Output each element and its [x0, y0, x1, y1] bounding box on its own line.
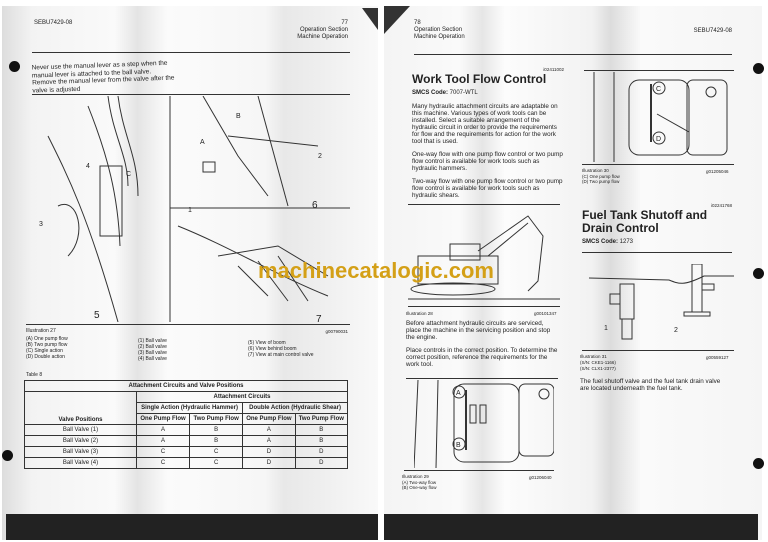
- page-footer-bar: [6, 514, 378, 540]
- svg-text:A: A: [456, 390, 461, 397]
- illustration-31: 1 2: [588, 264, 734, 340]
- valve-positions-table: Attachment Circuits and Valve Positions …: [24, 380, 349, 469]
- page-header: 78 Operation Section Machine Operation: [414, 20, 465, 41]
- svg-text:4: 4: [86, 163, 90, 170]
- note-text: Never use the manual lever as a step whe…: [31, 59, 175, 95]
- svg-text:7: 7: [316, 314, 322, 322]
- binder-hole: [2, 450, 13, 461]
- page-header: 77 Operation Section Machine Operation: [297, 20, 348, 41]
- excavator-illustration: [408, 215, 560, 300]
- binder-hole: [753, 458, 764, 469]
- svg-text:6: 6: [312, 200, 318, 211]
- section: Operation Section: [414, 27, 463, 33]
- ref-id: i02411002: [543, 67, 564, 72]
- page-footer-bar: [384, 514, 758, 540]
- table-label: Table 8: [26, 372, 43, 378]
- doc-id: SEBU7429-08: [34, 20, 73, 26]
- binder-hole: [753, 63, 764, 74]
- page-number: 77: [341, 20, 348, 26]
- right-page: 78 Operation Section Machine Operation S…: [384, 6, 764, 540]
- svg-text:1: 1: [188, 207, 192, 214]
- svg-text:2: 2: [674, 327, 678, 334]
- doc-id: SEBU7429-08: [693, 28, 732, 34]
- illustration-ref: g00790031: [325, 329, 348, 334]
- illustration-27: A B C D 1 2 3 4 5 6 7: [39, 96, 350, 322]
- binder-hole: [9, 61, 20, 72]
- svg-text:B: B: [456, 442, 461, 449]
- binder-hole: [753, 268, 764, 279]
- svg-text:B: B: [236, 113, 241, 120]
- svg-text:1: 1: [604, 325, 608, 332]
- left-page: SEBU7429-08 77 Operation Section Machine…: [2, 6, 378, 540]
- section-title: Fuel Tank Shutoff and Drain Control: [582, 208, 708, 235]
- illustration-29: A B: [414, 380, 554, 468]
- svg-text:C: C: [126, 171, 131, 178]
- svg-text:D: D: [656, 136, 661, 143]
- illustration-30: C D: [593, 72, 728, 162]
- svg-text:2: 2: [318, 153, 322, 160]
- legend-col-3: (5) View of boom(6) View behind boom(7) …: [248, 340, 314, 358]
- fuel-section: i02241768 Fuel Tank Shutoff and Drain Co…: [582, 203, 732, 245]
- legend-col-1: (A) One pump flow(B) Two pump flow(C) Si…: [26, 336, 68, 360]
- subsection: Machine Operation: [414, 34, 465, 40]
- smcs-code: 7007-WTL: [449, 90, 478, 96]
- work-tool-section: i02411002 Work Tool Flow Control SMCS Co…: [412, 67, 564, 199]
- watermark: machinecatalogic.com: [258, 258, 494, 283]
- svg-text:3: 3: [39, 221, 43, 228]
- legend-col-2: (1) Ball valve(2) Ball valve(3) Ball val…: [138, 338, 167, 362]
- page-number: 78: [414, 20, 421, 26]
- section: Operation Section: [299, 27, 348, 33]
- svg-text:5: 5: [94, 310, 100, 321]
- section-title: Work Tool Flow Control: [412, 72, 547, 86]
- svg-text:C: C: [656, 86, 661, 93]
- subsection: Machine Operation: [297, 34, 348, 40]
- illustration-title: Illustration 27: [26, 328, 56, 334]
- svg-text:A: A: [200, 139, 205, 146]
